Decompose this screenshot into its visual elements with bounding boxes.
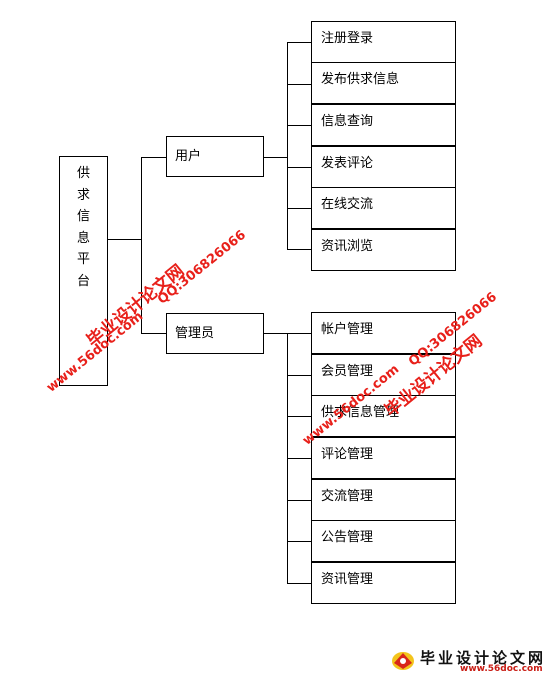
admin-function-node: 资讯管理 xyxy=(311,562,456,604)
user-function-node: 注册登录 xyxy=(311,21,456,63)
root-char: 平 xyxy=(76,252,90,267)
admin-function-node: 帐户管理 xyxy=(311,312,456,354)
connector-user-leaf-5 xyxy=(287,249,311,250)
connector-admin-out xyxy=(264,333,287,334)
connector-to-admin xyxy=(141,333,167,334)
root-char: 台 xyxy=(76,273,90,289)
connector-admin-leaf-2 xyxy=(287,416,311,417)
connector-user-leaf-1 xyxy=(287,84,311,85)
connector-user-out xyxy=(264,157,287,158)
logo-title: 毕业设计论文网 xyxy=(420,649,547,667)
connector-user-spine xyxy=(287,42,288,250)
connector-user-leaf-3 xyxy=(287,167,311,168)
logo-url: www.56doc.com xyxy=(460,664,543,674)
connector-admin-leaf-3 xyxy=(287,458,311,459)
connector-to-user xyxy=(141,157,167,158)
user-function-node: 资讯浏览 xyxy=(311,229,456,271)
connector-admin-leaf-0 xyxy=(287,333,311,334)
root-char: 求 xyxy=(76,187,90,203)
user-function-node: 发表评论 xyxy=(311,146,456,188)
admin-function-node: 交流管理 xyxy=(311,479,456,521)
connector-admin-leaf-1 xyxy=(287,375,311,376)
watermark-qq: QQ:306826066 xyxy=(155,227,249,308)
root-node-box: 供 求 信 息 平 台 xyxy=(59,156,108,386)
root-node-label: 供 求 信 息 平 台 xyxy=(60,163,107,292)
connector-admin-leaf-6 xyxy=(287,583,311,584)
root-char: 息 xyxy=(76,230,90,246)
user-function-node: 在线交流 xyxy=(311,187,456,229)
logo-emblem-icon xyxy=(392,652,414,670)
connector-user-leaf-2 xyxy=(287,125,311,126)
admin-function-node: 会员管理 xyxy=(311,354,456,396)
connector-user-leaf-4 xyxy=(287,208,311,209)
admin-function-node: 公告管理 xyxy=(311,520,456,562)
role-node-user: 用户 xyxy=(166,136,264,177)
connector-admin-leaf-5 xyxy=(287,541,311,542)
site-logo: 毕业设计论文网 www.56doc.com xyxy=(390,647,545,675)
admin-function-node: 评论管理 xyxy=(311,437,456,479)
admin-function-node: 供求信息管理 xyxy=(311,395,456,437)
root-char: 供 xyxy=(76,166,90,181)
user-function-node: 信息查询 xyxy=(311,104,456,146)
connector-admin-leaf-4 xyxy=(287,500,311,501)
role-node-admin: 管理员 xyxy=(166,313,264,354)
connector-user-leaf-0 xyxy=(287,42,311,43)
connector-root-trunk xyxy=(108,239,142,240)
root-char: 信 xyxy=(76,209,90,224)
connector-role-spine xyxy=(141,157,142,333)
user-function-node: 发布供求信息 xyxy=(311,62,456,104)
